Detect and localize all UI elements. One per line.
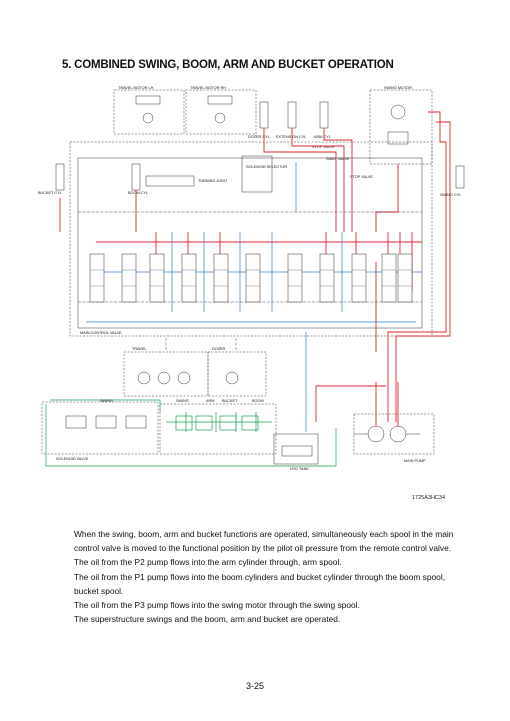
extension-cyl-label: EXTENSION CYL xyxy=(276,135,306,139)
stop-valve-top-label: STOP VALVE xyxy=(312,145,335,149)
paragraph: When the swing, boom, arm and bucket fun… xyxy=(74,529,454,554)
bucket-label: BUCKET xyxy=(222,399,238,403)
mcv-inner-frame xyxy=(77,157,423,329)
travel-label: TRAVEL xyxy=(132,347,147,351)
travel-motor-rh-label: TRAVEL MOTOR RH xyxy=(190,86,226,90)
page-number: 3-25 xyxy=(245,681,264,691)
bucket-cyl-label: BUCKET CYL xyxy=(38,191,62,195)
sway-valve-label: SWAY VALVE xyxy=(326,157,350,161)
travel-motor-lh-label: TRAVEL MOTOR LH xyxy=(118,86,154,90)
swing-group-label: SWING xyxy=(176,399,189,403)
figure-id: 1725A3HC34 xyxy=(412,495,446,501)
paragraph: The oil from the P2 pump flows into the … xyxy=(74,557,342,568)
section-title: 5. COMBINED SWING, BOOM, ARM AND BUCKET … xyxy=(62,59,394,71)
swing-cyl-label: SWING CYL xyxy=(440,193,461,197)
solenoid-selector-label: SOLENOID SELECTOR xyxy=(246,165,287,169)
main-pump-label: MAIN PUMP xyxy=(404,459,426,463)
stop-valve-label: STOP VALVE xyxy=(350,175,373,179)
boom-label: BOOM xyxy=(252,399,264,403)
turning-joint-label: TURNING JOINT xyxy=(198,179,228,183)
solenoid-valve-label: SOLENOID VALVE xyxy=(56,457,89,461)
paragraph: The oil from the P1 pump flows into the … xyxy=(74,571,446,596)
main-control-valve-label: MAIN CONTROL VALVE xyxy=(80,331,122,335)
body-text: When the swing, boom, arm and bucket fun… xyxy=(74,527,454,626)
paragraph: The superstructure swings and the boom, … xyxy=(74,614,341,625)
boom-cyl-label: BOOM CYL xyxy=(128,191,148,195)
hydraulic-circuit-diagram: TRAVEL MOTOR LH TRAVEL MOTOR RH SWING MO… xyxy=(38,86,465,471)
paragraph: The oil from the P3 pump flows into the … xyxy=(74,600,360,611)
swing-rcv-label: SWING xyxy=(100,399,113,403)
arm-label: ARM xyxy=(206,399,214,403)
swing-motor-label: SWING MOTOR xyxy=(384,86,412,90)
arm-cyl-label: ARM CYL xyxy=(314,135,331,139)
mcv-frame xyxy=(69,141,433,337)
dozer-cyl-label: DOZER CYL xyxy=(248,135,270,139)
dozer-label: DOZER xyxy=(212,347,226,351)
hyd-tank-label: HYD TANK xyxy=(290,467,309,471)
